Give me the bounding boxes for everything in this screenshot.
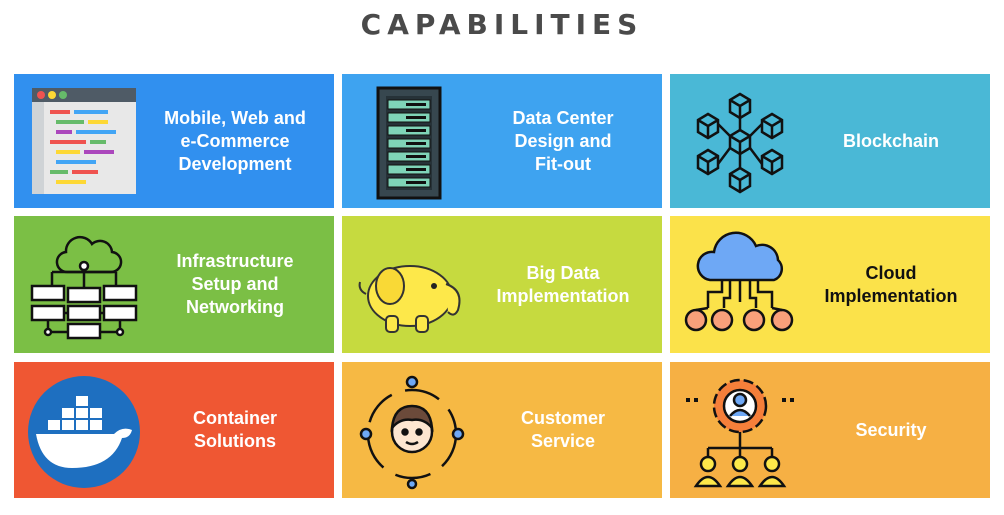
customer-support-icon <box>350 368 474 492</box>
blockchain-icon <box>678 80 802 204</box>
hadoop-elephant-icon <box>350 222 474 346</box>
tile-data-center[interactable]: Data Center Design and Fit-out <box>342 74 662 208</box>
tile-container[interactable]: Container Solutions <box>14 362 334 498</box>
cloud-network-icon <box>678 222 802 346</box>
page-title: CAPABILITIES <box>360 8 644 41</box>
tile-label: Mobile, Web and e-Commerce Development <box>164 107 306 174</box>
tile-label: Data Center Design and Fit-out <box>512 107 614 174</box>
tile-security[interactable]: Security <box>670 362 990 498</box>
tile-label: Cloud Implementation <box>824 262 958 306</box>
tile-mobile-web-ecommerce[interactable]: Mobile, Web and e-Commerce Development <box>14 74 334 208</box>
tile-infrastructure[interactable]: Infrastructure Setup and Networking <box>14 216 334 353</box>
tile-label: Container Solutions <box>192 408 277 451</box>
tile-label: Security <box>855 419 927 440</box>
code-editor-icon <box>22 80 146 204</box>
tile-label: Big Data Implementation <box>496 262 630 306</box>
security-gear-icon <box>678 368 802 492</box>
tile-big-data[interactable]: Big Data Implementation <box>342 216 662 353</box>
tile-label: Customer Service <box>520 408 605 451</box>
tile-label: Blockchain <box>842 130 940 151</box>
docker-whale-icon <box>22 368 146 492</box>
tile-customer-service[interactable]: Customer Service <box>342 362 662 498</box>
tile-cloud[interactable]: Cloud Implementation <box>670 216 990 353</box>
network-infrastructure-icon <box>22 222 146 346</box>
server-rack-icon <box>350 80 474 204</box>
tile-blockchain[interactable]: Blockchain <box>670 74 990 208</box>
tile-label: Infrastructure Setup and Networking <box>176 251 294 317</box>
